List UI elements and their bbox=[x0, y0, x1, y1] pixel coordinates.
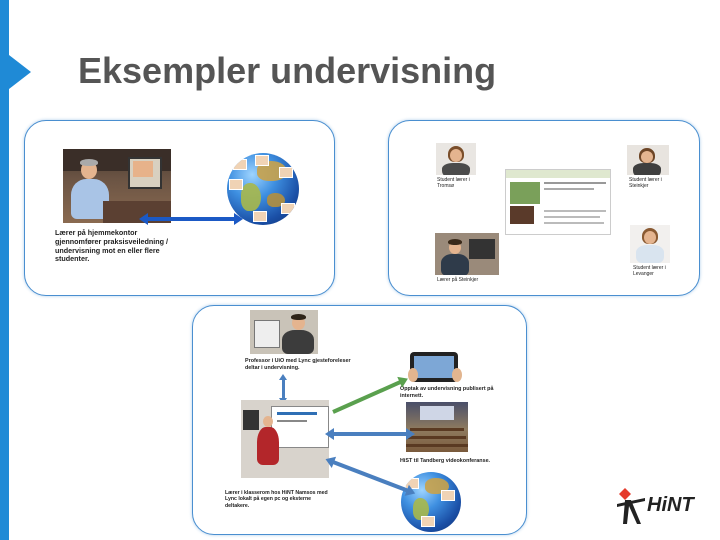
auditorium-videoconf-photo bbox=[406, 402, 468, 452]
panel-student-network: Student lærer i Tromsø Student lærer i S… bbox=[388, 120, 700, 296]
videoconf-link-arrow bbox=[325, 428, 415, 440]
student-levanger-photo bbox=[630, 225, 670, 263]
lms-screenshot bbox=[505, 169, 611, 235]
recording-caption: Opptak av undervisning publisert på inte… bbox=[400, 386, 494, 399]
panel-classroom: Professor i UiO med Lync gjesteforeleser… bbox=[192, 305, 527, 535]
panel-home-office: Lærer på hjemmekontor gjennomfører praks… bbox=[24, 120, 335, 296]
videoconf-caption: HiST til Tandberg videokonferanse. bbox=[400, 458, 491, 464]
classroom-teacher-photo bbox=[241, 400, 329, 478]
slide-title: Eksempler undervisning bbox=[78, 50, 497, 91]
student-steinkjer-caption: Student lærer i Steinkjer bbox=[629, 177, 662, 189]
professor-uio-photo bbox=[250, 310, 318, 354]
panel-1-caption: Lærer på hjemmekontor gjennomfører praks… bbox=[55, 228, 169, 264]
connection-arrow bbox=[139, 213, 243, 225]
globe-link-arrow bbox=[323, 453, 418, 500]
teacher-steinkjer-caption: Lærer på Steinkjer bbox=[437, 277, 479, 283]
student-levanger-caption: Student lærer i Levanger bbox=[633, 265, 666, 277]
student-steinkjer-photo bbox=[627, 145, 669, 175]
globe-icon bbox=[401, 472, 461, 532]
hint-logo: HiNT bbox=[615, 484, 705, 528]
student-tromso-photo bbox=[436, 143, 476, 175]
slide-accent-arrow bbox=[9, 55, 31, 89]
classroom-teacher-caption: Lærer i klasserom hos HiNT Namsos med Ly… bbox=[225, 490, 328, 509]
teacher-home-office-photo bbox=[63, 149, 171, 223]
professor-uio-caption: Professor i UiO med Lync gjesteforeleser… bbox=[245, 358, 351, 371]
hint-logo-figure-icon bbox=[617, 488, 645, 524]
recording-link-arrow bbox=[332, 373, 411, 414]
teacher-steinkjer-photo bbox=[435, 233, 499, 275]
professor-link-arrow bbox=[279, 374, 287, 404]
tablet-recording-photo bbox=[408, 348, 462, 386]
hint-logo-text: HiNT bbox=[647, 494, 694, 516]
slide-accent-bar bbox=[0, 0, 9, 540]
student-tromso-caption: Student lærer i Tromsø bbox=[437, 177, 470, 189]
